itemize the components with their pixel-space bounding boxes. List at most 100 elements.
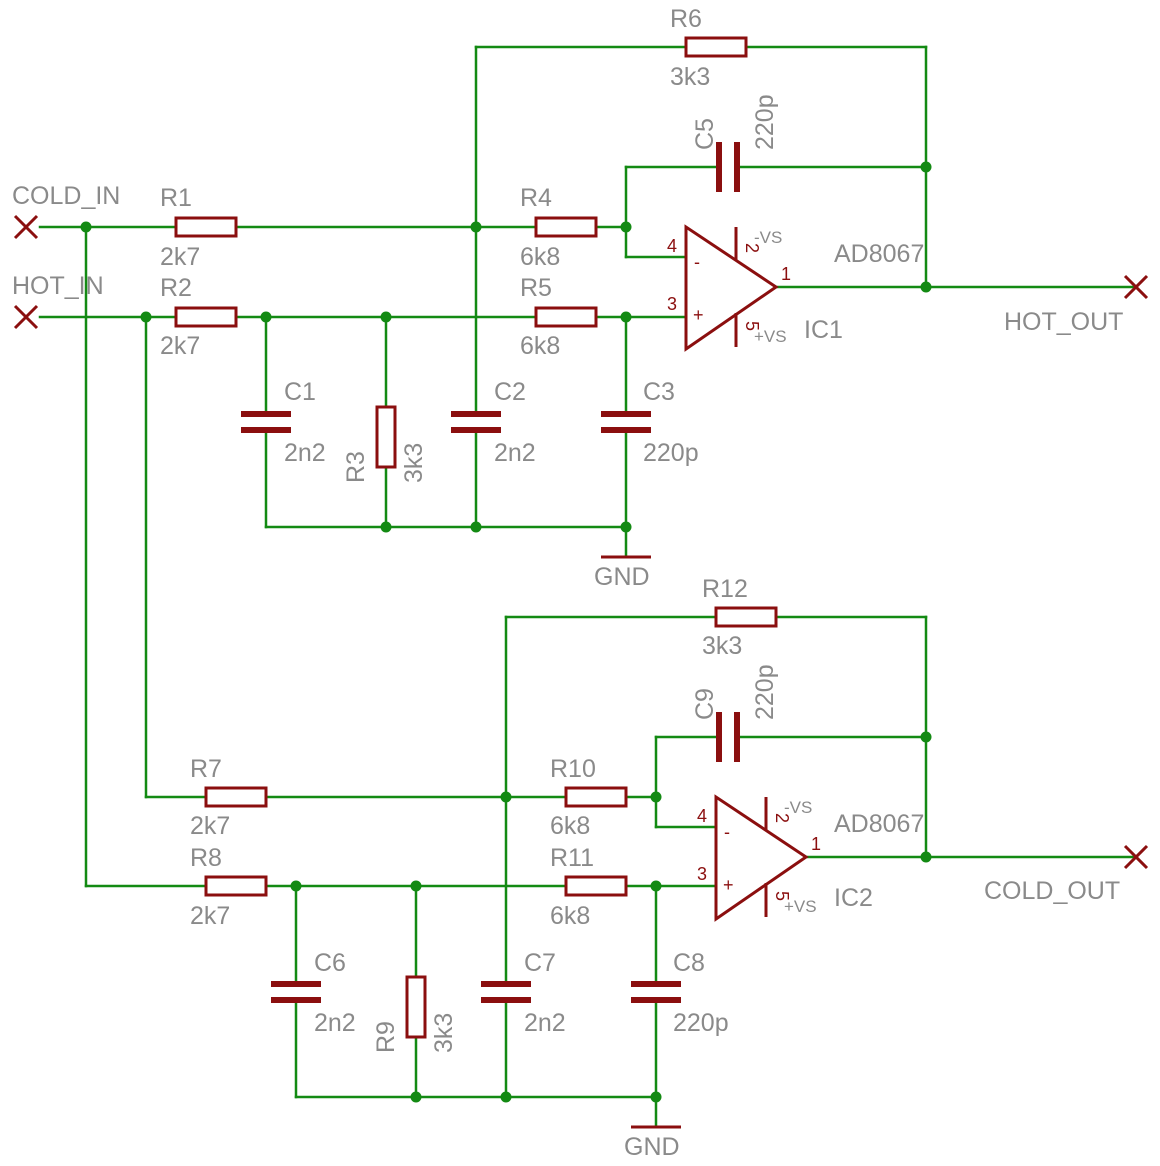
capacitor-name: C8 [673,949,705,977]
opamp-part-number: AD8067 [834,810,924,838]
junction-dot [380,311,392,323]
resistor-value: 3k3 [702,632,742,660]
resistor-value: 2k7 [160,243,200,271]
junction-dot [410,880,422,892]
opamp-pin-number: 1 [811,834,821,854]
resistor-r11: R11 6k8 [550,844,628,930]
opamp-supply-label: +VS [784,897,817,916]
resistor-name: R4 [520,184,552,212]
capacitor-c8: C8 220p [631,949,729,1037]
capacitor-value: 220p [751,94,779,150]
junction-dot [290,880,302,892]
resistor-r7: R7 2k7 [190,755,268,840]
resistor-value: 6k8 [520,332,560,360]
capacitor-value: 220p [643,439,699,467]
resistor-value: 3k3 [430,1013,458,1053]
capacitor-c2: C2 2n2 [451,378,536,467]
opamp-supply-label: -VS [754,228,782,247]
resistor-value: 3k3 [670,63,710,91]
capacitor-value: 2n2 [314,1009,356,1037]
opamp-pin-number: 2 [742,243,762,253]
opamp-pin-number: 5 [772,891,792,901]
ground-label: GND [594,563,650,591]
port-hot-in: HOT_IN [12,272,104,330]
resistor-r8: R8 2k7 [190,844,268,930]
resistor-name: R12 [702,575,748,603]
junction-dot [620,311,632,323]
ground-symbol-2: GND [624,1125,681,1161]
opamp-ic1: - + 4 3 1 2 5 -VS +VS AD8067 IC1 [667,224,924,352]
capacitor-c9: C9 220p [691,664,779,762]
junction-dot [140,311,152,323]
junction-dot [920,161,932,173]
opamp-minus-sign: - [694,252,700,272]
resistor-r6: R6 3k3 [670,5,748,91]
ground-label: GND [624,1133,680,1161]
capacitor-value: 220p [673,1009,729,1037]
port-label-hot-out: HOT_OUT [1004,308,1123,336]
resistor-r2: R2 2k7 [160,274,238,360]
resistor-name: R7 [190,755,222,783]
resistor-value: 3k3 [400,443,428,483]
resistor-r3: R3 3k3 [342,405,428,483]
resistor-r9: R9 3k3 [372,975,458,1053]
capacitor-value: 220p [751,664,779,720]
port-cold-out: COLD_OUT [984,844,1149,905]
capacitor-name: C6 [314,949,346,977]
opamp-pin-number: 3 [697,864,707,884]
capacitor-c1: C1 2n2 [241,378,326,467]
resistor-name: R8 [190,844,222,872]
junction-dot [470,521,482,533]
capacitor-c5: C5 220p [691,94,779,192]
junction-dot [650,880,662,892]
resistor-value: 6k8 [550,812,590,840]
opamp-pin-number: 1 [781,264,791,284]
resistor-name: R6 [670,5,702,33]
junction-dot [920,281,932,293]
resistor-r1: R1 2k7 [160,184,238,271]
opamp-plus-sign: + [693,305,704,325]
capacitor-name: C5 [691,118,719,150]
opamp-designator: IC2 [834,884,873,912]
wires [38,45,1138,1129]
junction-dot [260,311,272,323]
opamp-part-number: AD8067 [834,240,924,268]
port-cold-in: COLD_IN [12,182,120,240]
junction-dot [620,221,632,233]
resistor-name: R11 [550,844,594,872]
capacitor-name: C7 [524,949,556,977]
resistor-r4: R4 6k8 [520,184,598,271]
junction-dot [920,731,932,743]
capacitor-name: C3 [643,378,675,406]
junction-dot [470,221,482,233]
capacitor-name: C2 [494,378,526,406]
opamp-pin-number: 2 [772,813,792,823]
resistor-value: 2k7 [190,902,230,930]
opamp-supply-label: +VS [754,327,787,346]
junction-dot [920,851,932,863]
opamp-pin-number: 5 [742,321,762,331]
opamp-pin-number: 4 [697,806,707,826]
capacitor-value: 2n2 [494,439,536,467]
junction-dot [380,521,392,533]
port-label-cold-in: COLD_IN [12,182,120,210]
opamp-plus-sign: + [723,875,734,895]
resistor-value: 6k8 [550,902,590,930]
capacitor-c3: C3 220p [601,378,699,467]
capacitor-name: C1 [284,378,316,406]
resistor-name: R5 [520,274,552,302]
resistor-value: 2k7 [160,332,200,360]
junction-dot [80,221,92,233]
port-label-cold-out: COLD_OUT [984,877,1120,905]
resistor-r5: R5 6k8 [520,274,598,360]
junction-dot [500,1091,512,1103]
resistor-name: R9 [372,1021,400,1053]
opamp-supply-label: -VS [784,798,812,817]
ground-symbol-1: GND [594,555,651,591]
resistor-name: R3 [342,451,370,483]
port-label-hot-in: HOT_IN [12,272,104,300]
port-hot-out: HOT_OUT [1004,274,1149,336]
resistor-value: 6k8 [520,243,560,271]
capacitor-name: C9 [691,688,719,720]
